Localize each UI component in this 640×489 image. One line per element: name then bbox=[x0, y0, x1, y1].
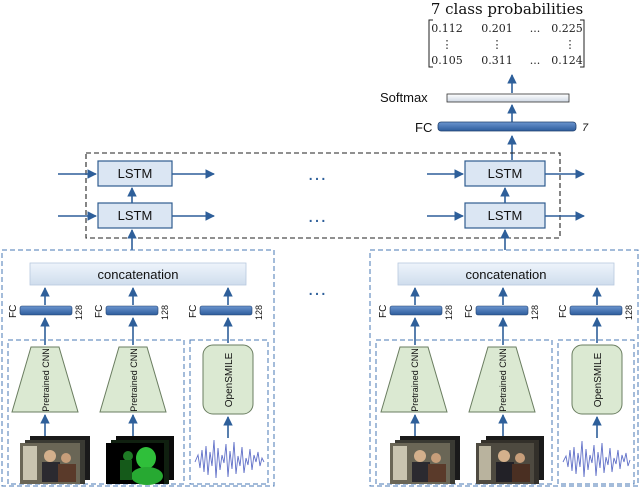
lstm-label: LSTM bbox=[488, 166, 523, 181]
lstm-cell bbox=[97, 202, 173, 229]
fc-dim: 128 bbox=[624, 305, 634, 320]
fc-layer bbox=[105, 305, 159, 316]
modality-group-left: concatenation FC 128 FC 128 FC 128 Pretr… bbox=[1, 249, 275, 487]
matrix-cell: 0.225 bbox=[551, 22, 583, 35]
face-mask-frames-image bbox=[106, 436, 174, 485]
fc-layer bbox=[389, 305, 443, 316]
fc-top-layer bbox=[437, 121, 577, 132]
cnn-block bbox=[380, 346, 448, 413]
video-branch-frame bbox=[7, 339, 185, 485]
cnn-block bbox=[468, 346, 536, 413]
cnn-block bbox=[99, 346, 167, 413]
fc-top-label: FC bbox=[415, 120, 432, 135]
fc-top-dim: 7 bbox=[582, 122, 589, 134]
softmax-layer bbox=[446, 93, 570, 103]
fc-dim: 128 bbox=[530, 305, 540, 320]
fc-layer bbox=[475, 305, 529, 316]
ellipsis: … bbox=[307, 278, 327, 300]
audio-branch-frame bbox=[189, 339, 269, 485]
video-frames-image bbox=[20, 436, 90, 484]
fc-dim: 128 bbox=[74, 305, 84, 320]
fc-dim: 128 bbox=[444, 305, 454, 320]
fc-layer bbox=[199, 305, 253, 316]
fc-layer bbox=[19, 305, 73, 316]
fc-label: FC bbox=[188, 305, 199, 318]
fc-layer bbox=[569, 305, 623, 316]
matrix-cell: 0.124 bbox=[551, 54, 583, 67]
lstm-label: LSTM bbox=[488, 208, 523, 223]
lstm-cell bbox=[464, 202, 546, 229]
probability-matrix: 0.112 0.201 ... 0.225 ⋮ ⋮ ⋮ 0.105 0.311 … bbox=[428, 19, 585, 68]
group-frame bbox=[1, 249, 275, 487]
cnn-block bbox=[11, 346, 79, 413]
audio-waveform-image bbox=[562, 440, 631, 478]
video-branch-frame bbox=[375, 339, 553, 485]
fc-label: FC bbox=[8, 305, 19, 318]
fc-label: FC bbox=[464, 305, 475, 318]
cnn-label: Pretrained CNN bbox=[41, 348, 51, 412]
concatenation-layer bbox=[29, 262, 247, 286]
matrix-cell: ⋮ bbox=[442, 38, 453, 51]
lstm-cell bbox=[97, 160, 173, 187]
concatenation-label: concatenation bbox=[98, 267, 179, 282]
modality-group-right: concatenation FC 128 FC 128 FC 128 Pretr… bbox=[369, 249, 639, 487]
audio-branch-frame bbox=[557, 339, 635, 485]
matrix-left-bracket bbox=[428, 19, 433, 68]
matrix-cell: ... bbox=[530, 54, 541, 67]
matrix-cell: 0.201 bbox=[481, 22, 513, 35]
video-frames-image bbox=[390, 436, 460, 484]
lstm-cell bbox=[464, 160, 546, 187]
group-frame bbox=[369, 249, 639, 487]
fc-label: FC bbox=[94, 305, 105, 318]
lstm-label: LSTM bbox=[118, 166, 153, 181]
audio-waveform-image bbox=[194, 439, 265, 479]
ellipsis: … bbox=[307, 163, 327, 185]
fc-dim: 128 bbox=[254, 305, 264, 320]
title: 7 class probabilities bbox=[431, 0, 583, 18]
matrix-cell: 0.105 bbox=[431, 54, 463, 67]
fc-dim: 128 bbox=[160, 305, 170, 320]
cnn-label: Pretrained CNN bbox=[129, 348, 139, 412]
softmax-label: Softmax bbox=[380, 90, 428, 105]
matrix-cell: ⋮ bbox=[565, 38, 576, 51]
cnn-label: Pretrained CNN bbox=[410, 348, 420, 412]
ellipsis: … bbox=[307, 205, 327, 227]
lstm-block-container bbox=[85, 152, 561, 239]
lstm-label: LSTM bbox=[118, 208, 153, 223]
matrix-cell: ... bbox=[530, 22, 541, 35]
video-frames-image bbox=[476, 436, 544, 484]
opensmile-label: OpenSMILE bbox=[224, 352, 235, 407]
concatenation-layer bbox=[397, 262, 615, 286]
matrix-cell: ⋮ bbox=[492, 38, 503, 51]
fc-label: FC bbox=[378, 305, 389, 318]
matrix-cell: 0.311 bbox=[481, 54, 513, 67]
fc-label: FC bbox=[558, 305, 569, 318]
matrix-right-bracket bbox=[580, 19, 585, 68]
opensmile-block bbox=[571, 344, 623, 415]
matrix-cell: 0.112 bbox=[431, 22, 463, 35]
concatenation-label: concatenation bbox=[466, 267, 547, 282]
cnn-label: Pretrained CNN bbox=[498, 348, 508, 412]
opensmile-label: OpenSMILE bbox=[593, 352, 604, 407]
opensmile-block bbox=[202, 344, 254, 415]
